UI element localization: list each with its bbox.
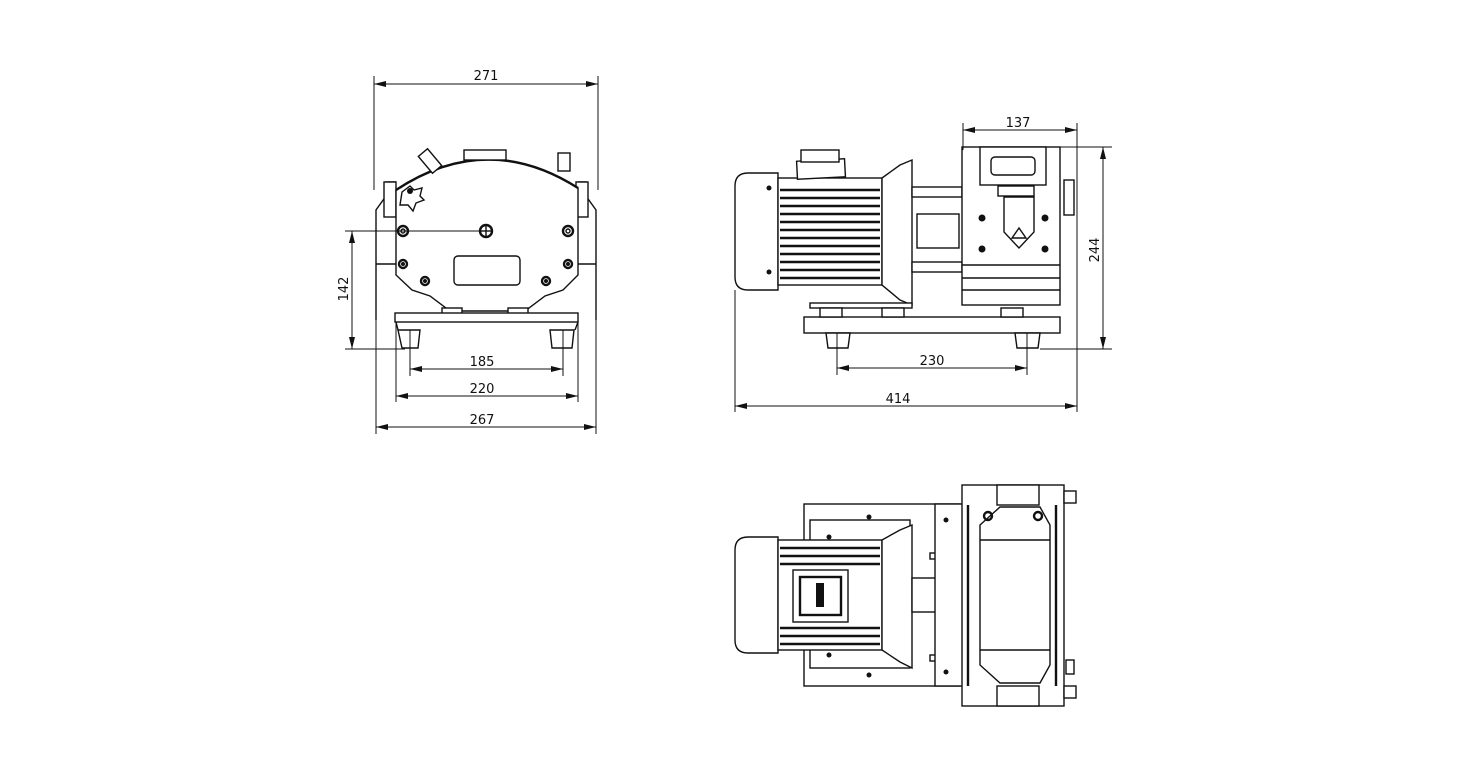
dim-220: 220 xyxy=(470,382,495,397)
pump-head-top xyxy=(961,484,1065,707)
side-view xyxy=(734,146,1075,349)
connector xyxy=(557,152,571,172)
foot-left xyxy=(397,329,421,349)
top-view xyxy=(734,484,1077,707)
top-handle xyxy=(463,149,507,161)
coupling xyxy=(916,213,960,249)
pump-head-body xyxy=(395,158,579,312)
dim-271: 271 xyxy=(474,69,499,84)
dim-267: 267 xyxy=(470,413,495,428)
lever xyxy=(417,147,443,175)
dim-142: 142 xyxy=(337,277,352,302)
dim-185: 185 xyxy=(470,355,495,370)
label-window xyxy=(453,255,521,286)
side-dimensions: 137 244 230 414 xyxy=(734,116,1112,412)
foot-right xyxy=(549,329,575,349)
front-dimensions: 271 142 185 220 267 xyxy=(337,69,599,434)
motor-end-cap-top xyxy=(734,536,779,654)
knob-icon xyxy=(399,185,426,213)
dim-137: 137 xyxy=(1006,116,1031,131)
front-view xyxy=(375,147,597,349)
side-foot-left xyxy=(825,332,851,349)
tube-guide xyxy=(1003,196,1035,250)
left-clamp xyxy=(383,181,397,218)
dim-414: 414 xyxy=(886,392,911,407)
dim-244: 244 xyxy=(1088,238,1103,263)
base-plate xyxy=(394,312,579,323)
base-plate-side xyxy=(803,316,1061,334)
dim-230: 230 xyxy=(920,354,945,369)
motor-fins xyxy=(777,177,883,286)
motor-flange xyxy=(881,158,913,307)
motor-end-cap xyxy=(734,172,779,291)
